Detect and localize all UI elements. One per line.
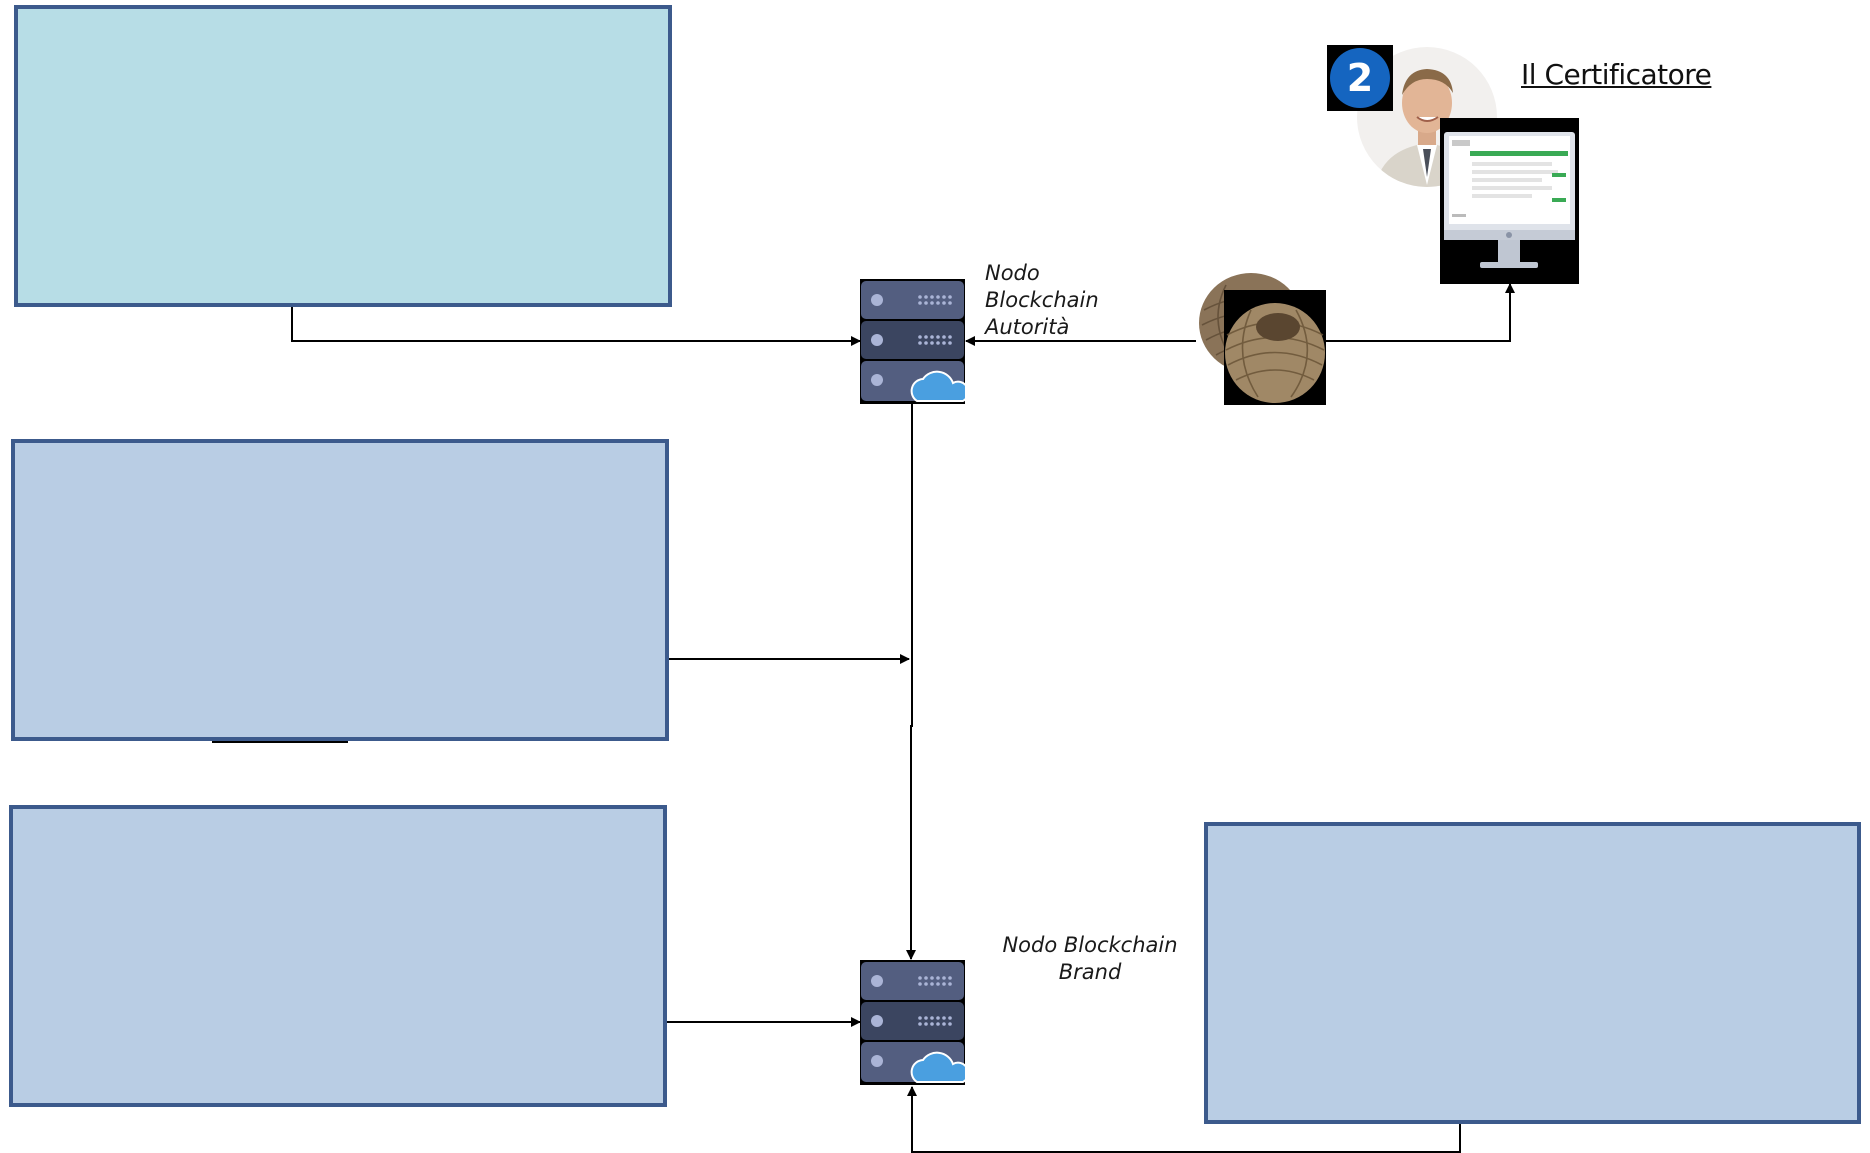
certifier-title: Il Certificatore <box>1521 58 1712 91</box>
server-cloud-icon <box>860 279 965 404</box>
step-number: 2 <box>1330 48 1390 108</box>
monitor-icon <box>1440 118 1579 284</box>
top-left-box <box>14 5 672 307</box>
authority-node-label: Nodo Blockchain Autorità <box>985 261 1099 339</box>
yarn-ball-icon <box>1199 273 1326 405</box>
bottom-left-box <box>9 805 667 1107</box>
step-badge: 2 <box>1327 45 1393 111</box>
arrow-right-box-to-brand <box>907 1086 1461 1153</box>
brand-node-label: Nodo Blockchain Brand <box>1002 933 1178 984</box>
arrow-authority-to-brand <box>906 404 916 960</box>
server-cloud-icon <box>860 960 965 1085</box>
arrow-yarn-to-monitor <box>1322 283 1515 342</box>
middle-left-box <box>11 439 669 741</box>
bottom-right-box <box>1204 822 1861 1124</box>
arrow-top-box-to-authority <box>291 307 861 346</box>
